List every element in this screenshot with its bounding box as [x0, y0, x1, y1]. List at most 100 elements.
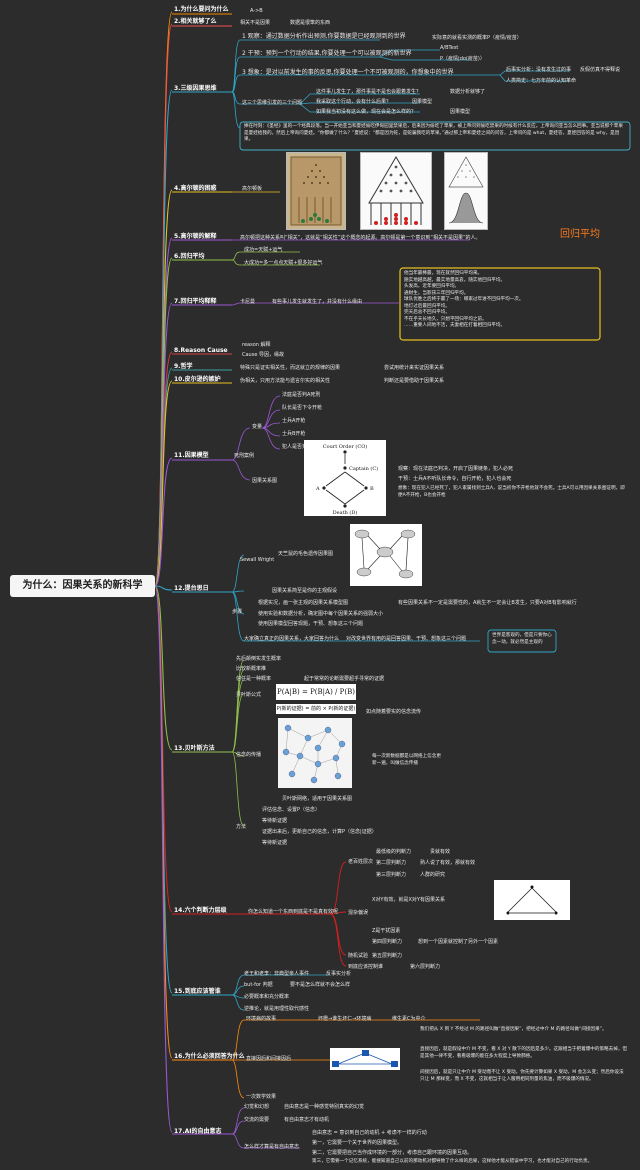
section-16-title[interactable]: 16.为什么必须回答为什么: [174, 1053, 245, 1060]
s14-confounding: 混杂偏误: [348, 910, 369, 916]
s17-child: 交流的需要: [244, 1117, 270, 1123]
s14-l2-note: 熟人说了有效，那就有效: [420, 860, 476, 866]
root-node[interactable]: 为什么：因果关系的新科学: [10, 575, 155, 597]
bayes-formula: P(A|B) = P(B|A) / P(B) × P(A): [276, 684, 356, 700]
s12-guinea-pig: 天竺鼠的毛色遗传因果图: [278, 551, 334, 557]
node-a: A: [315, 486, 320, 492]
s3-cf-note: 反假仿真不得释说: [580, 67, 621, 73]
s13-network-caption: 贝叶斯网络，适用于因果关系图: [282, 796, 353, 802]
section-17-title[interactable]: 17.AI的自由意志: [174, 1128, 222, 1135]
s14-rct: 随机试验: [348, 953, 369, 959]
section-1-title[interactable]: 1.为什么要问为什么: [174, 6, 229, 13]
s11-var: 士兵B开枪: [282, 431, 306, 437]
s8-reason: reason 解释: [242, 342, 271, 348]
node-b: B: [370, 486, 374, 492]
s5-explanation: 高尔顿把这种关系叫“相关”，这就是“相关性”这个概念的起源。高尔顿是第一个意识到…: [240, 235, 481, 241]
s13-belief-propagation: 信念的传播: [236, 752, 262, 758]
s13-step: 评估信念、设置P（信念）: [262, 807, 321, 813]
s1-child: A->B: [250, 8, 263, 14]
s17-child: 有自由意志才有动机: [284, 1117, 330, 1123]
section-15-title[interactable]: 15.到底应该管谁: [174, 988, 221, 995]
s14-l2: 第二层判断力: [376, 860, 407, 866]
s9-child: 尝试用统计来实证因果关系: [384, 365, 445, 371]
s13-method: 方法: [236, 824, 247, 830]
s6-big-success: 大成功=多一点点天赋+很多好运气: [244, 260, 323, 266]
mediator-diagram: [330, 1048, 400, 1070]
s3-observe-note: 实际意的就看实测的概率P（疫情/疫苗）: [432, 35, 522, 41]
galton-board-diagram: [360, 152, 432, 230]
s14-xy: X对Y有效，就是X对Y有因果关系: [372, 897, 445, 903]
section-4-title[interactable]: 4.高尔顿的困惑: [174, 185, 217, 192]
s12-why: 大家确立真正的因果关系，大家回答为什么: [244, 636, 340, 642]
s17-child: 自由意志是一种感觉特别真实的幻觉: [284, 1104, 365, 1110]
section-9-title[interactable]: 9.哲学: [174, 363, 193, 370]
s12-step: 使用实验和数据分析，确定图中每个因果关系的强弱大小: [258, 611, 384, 617]
s14-l3: 第三层判断力: [376, 872, 407, 878]
s17-child: 幻觉和幻想: [244, 1104, 270, 1110]
s16-math: 一次数学效果: [246, 1094, 277, 1100]
s3-three-questions: 这三个思维引发的三个问题: [242, 100, 303, 106]
s16-indirect: 间接因后，就是只让中介 M 受动而不让 X 受动。你先要计算如果 X 受动，M …: [420, 1070, 624, 1082]
s14-l1-note: 贵就有效: [430, 849, 451, 855]
s11-case: 死刑案例: [234, 453, 255, 459]
s16-story: 环境病的故事: [246, 1016, 277, 1022]
s3-observe: 1 观察：通过数据分析作出预测,你要数据是已经观测到的世界: [242, 33, 406, 40]
section-7-title[interactable]: 7.回归平均释释: [174, 298, 217, 305]
causal-diagram: Court Order (CO) Captain (C) A B Death (…: [304, 440, 386, 516]
s8-cause: Cause 导因，缘故: [242, 352, 284, 358]
s15-child: 逆推论，就是用理性取代感性: [244, 1006, 310, 1012]
s14-control: 到底应该控制谁: [348, 964, 384, 970]
s9-child: 特殊只是证实相关性，而这就立的规律的因果: [240, 365, 341, 371]
section-10-title[interactable]: 10.皮尔逊的嫉妒: [174, 376, 221, 383]
s11-observe: 观察：现在法庭已判决，开启了因果链条，犯人必死: [398, 466, 514, 472]
s13-child: 信任是一种概率: [236, 676, 272, 682]
s12-wright: Sewall Wright: [240, 557, 275, 563]
s15-child: 反事实分析: [326, 971, 352, 977]
s14-z: Z是干扰因素: [372, 928, 401, 934]
s14-l4-note: 想到一个因素就控制了另外一个因素: [418, 939, 499, 945]
section-14-title[interactable]: 14.六个判断力层级: [174, 907, 227, 914]
s15-child: 要不是怎么样就不会怎么样: [290, 982, 351, 988]
galton-board-photo-1: [286, 152, 346, 230]
s15-child: 必要概率和充分概率: [244, 994, 290, 1000]
s3-imagine: 3 想象：是对以前发生的事的反思,你要处理一个不可被观测的，你想象中的世界: [242, 69, 454, 76]
s3-a3: 因果模型: [450, 109, 471, 115]
guinea-pig-diagram: [350, 524, 422, 586]
section-5-title[interactable]: 5.高尔顿的解释: [174, 233, 217, 240]
s16-definition: 我们把从 X 到 Y 不经过 M 的路径叫做“直接因果”，把经过中介 M 的路径…: [420, 1027, 607, 1032]
s13-update-note: 每一次新数据都是以网络上信念更新一遍，叫做信念传播: [372, 754, 441, 766]
s17-definition: 自由意志 = 意识到自己的动机 + 考虑不一样的行动: [312, 1130, 427, 1136]
s12-world-note: 世界是客观的，但是只要你心念一动，就必然是主观的: [492, 633, 552, 645]
triangle-confounder: [494, 880, 570, 920]
node-court-order: Court Order (CO): [323, 443, 368, 450]
s3-a2: 因果模型: [412, 99, 433, 105]
section-2-title[interactable]: 2.相关就够了么: [174, 18, 217, 25]
s12-step-note: 有些因果关系不一定是需要性的，A就生不一定会让B发生，只要A对B有影响就行: [398, 600, 577, 606]
s3-abtest: A/BTest: [440, 45, 459, 51]
s3-counterfactual: 后事实分析：没有发生过的事: [506, 67, 572, 73]
node-captain: Captain (C): [349, 465, 378, 472]
section-3-title[interactable]: 3.三级因果思维: [174, 85, 217, 92]
s7-examples: 他当年最棒最，现在就然回归平均来。 随实地越高越，最实地量高哀。随实他回归平均。…: [404, 271, 524, 328]
s16-chain: 坏橙→谁生坏仁→环境病: [318, 1016, 372, 1022]
section-11-title[interactable]: 11.因果模型: [174, 452, 209, 459]
s17-child: 怎么样才算是有自由意志: [244, 1144, 300, 1150]
bayes-update-formula: P(新的证据) = 前的 × P(新的证据): [276, 704, 356, 714]
s17-req2: 第二，它需要把自己当作成环境的一部分，考虑自己跟环境的因果互动。: [312, 1150, 473, 1156]
s3-q1: 这件事儿发生了，那件事是不是也会跟着发生？: [316, 89, 422, 95]
s4-galton-board: 高尔顿板: [242, 186, 263, 192]
s11-variables: 变量: [252, 424, 263, 430]
s13-step: 等待新证据: [262, 840, 288, 846]
s11-var: 犯人是否死亡: [282, 444, 313, 450]
s2-child: 数据是很笨的东西: [290, 20, 331, 26]
s7-kahneman: 卡尼曼: [240, 299, 256, 305]
s14-level: 老百姓层次: [348, 859, 374, 865]
section-12-title[interactable]: 12.提台思日: [174, 585, 209, 592]
s10-child: 伪相关，只用方法能与遗言尔实的相关性: [240, 378, 331, 384]
section-6-title[interactable]: 6.回归平均: [174, 253, 205, 260]
node-death: Death (D): [333, 509, 358, 516]
s3-a1: 数据分析就够了: [450, 89, 486, 95]
s11-intervene: 干预：士兵A不听队长命令，自行开枪，犯人也会死: [398, 476, 512, 482]
section-13-title[interactable]: 13.贝叶斯方法: [174, 745, 215, 752]
section-8-title[interactable]: 8.Reason Cause: [174, 347, 228, 354]
